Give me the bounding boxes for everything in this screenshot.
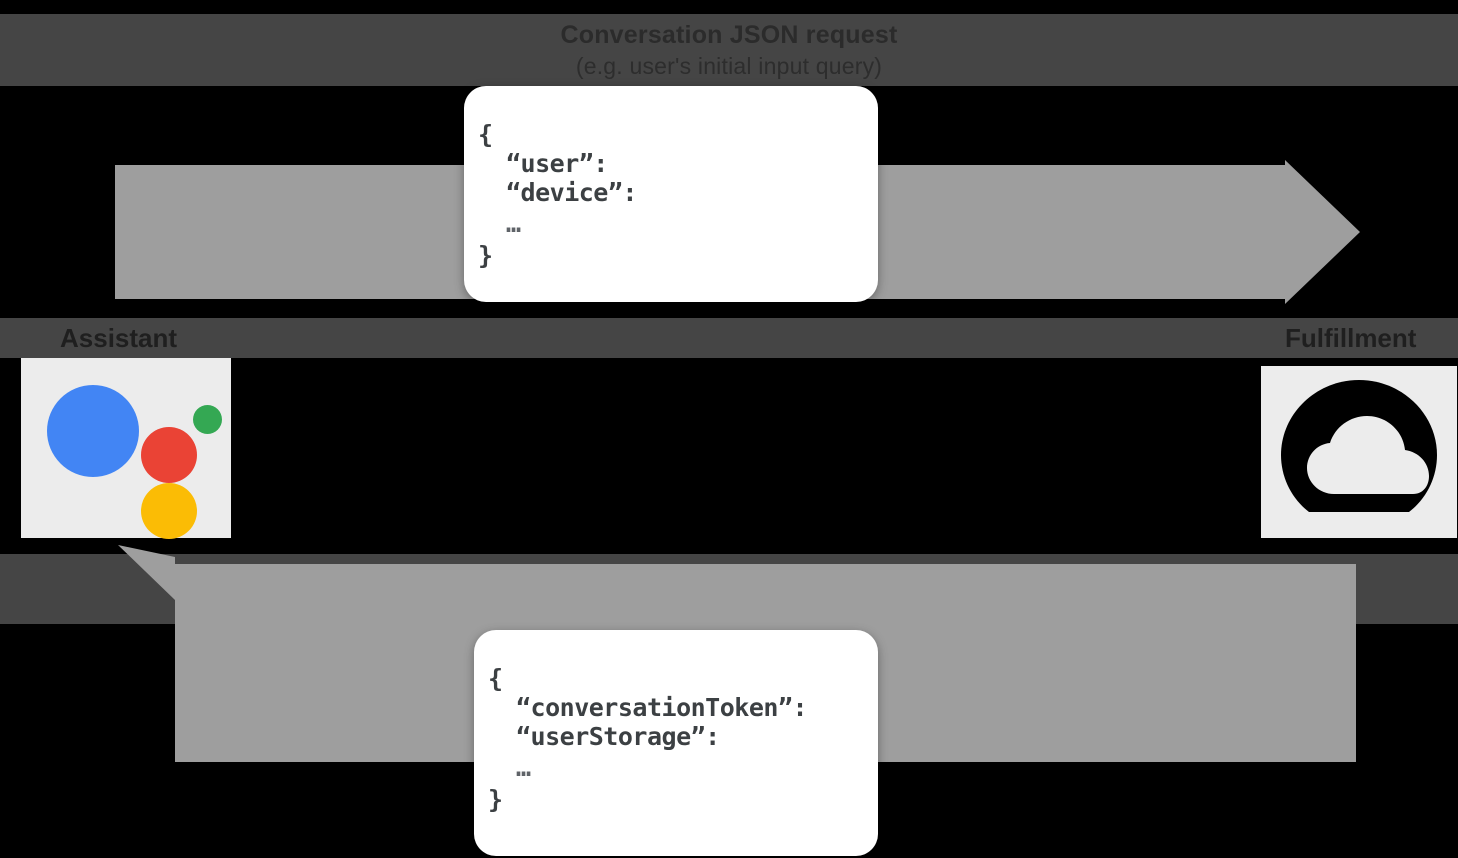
response-json-line-2: “userStorage”: [516,722,720,751]
response-json-line-4: } [488,785,503,814]
response-json-card: { “conversationToken”: “userStorage”: … … [474,630,878,856]
node-label-band [0,318,1458,358]
assistant-dot-yellow [141,483,197,539]
assistant-node[interactable] [21,358,231,539]
assistant-label: Assistant [60,322,178,353]
request-label-band: Conversation JSON request (e.g. user's i… [0,14,1458,86]
google-assistant-icon [41,373,222,539]
request-json-line-3: … [506,209,521,238]
request-json-line-1: “user”: [506,149,608,178]
assistant-dot-blue [47,385,139,477]
fulfillment-label: Fulfillment [1285,322,1417,353]
cloud-icon [1281,380,1437,512]
request-label-subtitle: (e.g. user's initial input query) [575,53,883,79]
request-json-line-0: { [478,120,493,149]
request-json-line-2: “device”: [506,178,637,207]
response-json-line-1: “conversationToken”: [516,693,808,722]
request-json-line-4: } [478,241,493,270]
assistant-dot-green [193,405,222,434]
fulfillment-node[interactable] [1261,366,1457,538]
response-json-line-3: … [516,753,531,782]
assistant-dot-red [141,427,197,483]
response-json-line-0: { [488,664,503,693]
request-label-title: Conversation JSON request [560,21,898,49]
request-json-card: { “user”: “device”: … } [464,86,878,302]
